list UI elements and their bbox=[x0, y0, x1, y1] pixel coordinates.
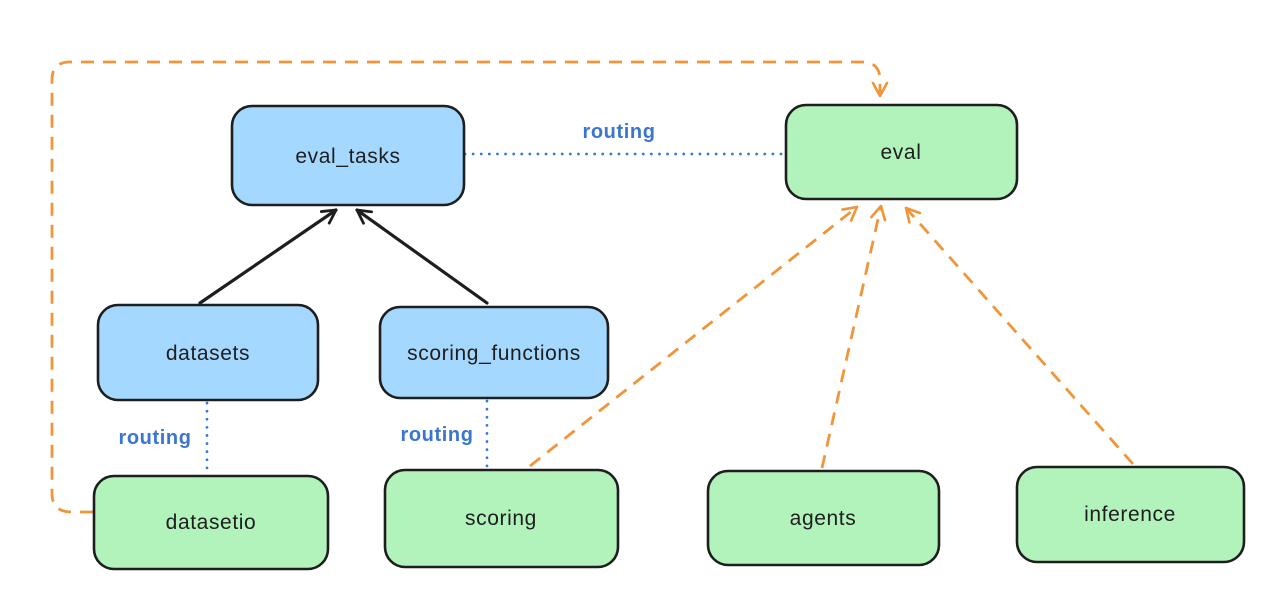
node-datasets: datasets bbox=[96, 303, 320, 402]
node-inference-label: inference bbox=[1084, 503, 1176, 526]
node-scoring-functions-label: scoring_functions bbox=[407, 342, 581, 365]
node-agents-label: agents bbox=[790, 507, 857, 530]
node-scoring-box bbox=[383, 468, 620, 569]
node-inference-box bbox=[1015, 465, 1246, 564]
node-scoring-functions-box bbox=[378, 305, 610, 400]
node-datasets-label: datasets bbox=[166, 342, 250, 365]
node-inference: inference bbox=[1015, 465, 1246, 564]
node-scoring-functions: scoring_functions bbox=[378, 305, 610, 400]
edge-scoring-to-eval-dashed bbox=[529, 205, 859, 468]
node-eval-tasks-box bbox=[230, 104, 466, 207]
edge-agents-to-eval-dashed bbox=[820, 204, 887, 469]
node-eval: eval bbox=[784, 103, 1019, 201]
node-eval-label: eval bbox=[881, 141, 922, 164]
node-agents: agents bbox=[706, 469, 941, 567]
node-agents-box bbox=[706, 469, 941, 567]
edge-datasetio-to-eval-dashed bbox=[50, 60, 889, 514]
routing-label-datasetio: routing bbox=[118, 427, 191, 449]
node-datasetio-label: datasetio bbox=[166, 511, 257, 534]
node-eval-tasks: eval_tasks bbox=[230, 104, 466, 207]
routing-label-top: routing bbox=[582, 121, 655, 143]
node-eval-tasks-label: eval_tasks bbox=[295, 145, 400, 168]
node-datasets-box bbox=[96, 303, 320, 402]
node-scoring-label: scoring bbox=[465, 507, 537, 530]
edge-inference-to-eval-dashed bbox=[904, 206, 1135, 465]
routing-label-scoring: routing bbox=[400, 424, 473, 446]
edge-datasets-to-eval-tasks bbox=[198, 208, 338, 305]
node-datasetio: datasetio bbox=[92, 474, 330, 571]
edge-scoring-functions-to-eval-tasks bbox=[355, 208, 489, 305]
node-datasetio-box bbox=[92, 474, 330, 571]
node-eval-box bbox=[784, 103, 1019, 201]
node-scoring: scoring bbox=[383, 468, 620, 569]
